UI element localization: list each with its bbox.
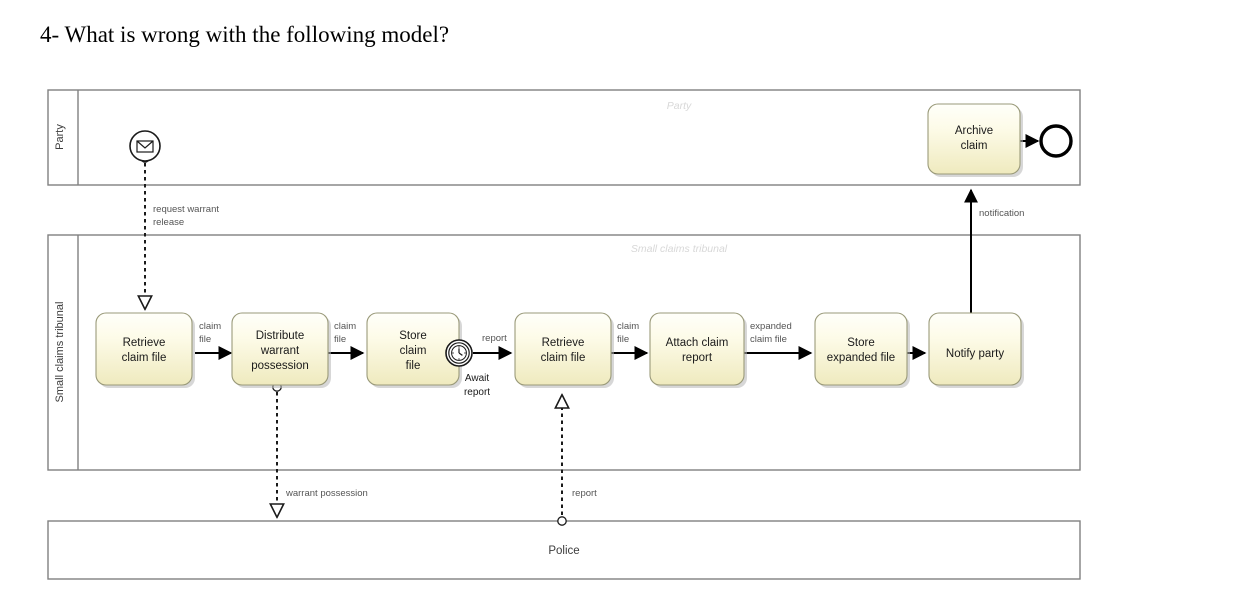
flow-label-line: claim xyxy=(199,321,221,332)
msgflow-label-line: release xyxy=(153,217,184,228)
flow-label-line: file xyxy=(334,334,346,345)
task-notify-party[interactable]: Notify party xyxy=(928,312,1024,388)
flow-label-line: claim file xyxy=(750,334,787,345)
task-archive-claim-box xyxy=(927,103,1021,175)
pool-police-name: Police xyxy=(548,545,579,557)
task-label-line: Attach claim xyxy=(666,337,729,349)
sequence-flows xyxy=(195,134,1040,360)
event-await-report-label-line: report xyxy=(464,387,490,398)
msgflow-label-line: request warrant xyxy=(153,204,219,215)
event-message-start[interactable] xyxy=(129,130,161,162)
task-label-line: Archive xyxy=(955,125,993,137)
task-label-line: Distribute xyxy=(256,330,305,342)
task-retrieve-claim-file-2-box xyxy=(514,312,612,386)
msgflow-label-report: report xyxy=(572,488,597,499)
task-retrieve-claim-file-1-box xyxy=(95,312,193,386)
pool-party-watermark: Party xyxy=(667,100,692,112)
pool-party-name: Party xyxy=(54,124,66,150)
flow-label-line: claim xyxy=(617,321,639,332)
flow-labels: claim file claim file report claim file … xyxy=(153,204,1024,499)
task-label-line: claim file xyxy=(541,352,586,364)
msgflow-source-endpoint-police xyxy=(557,516,567,526)
pool-party-border xyxy=(47,89,1081,186)
task-retrieve-claim-file-2[interactable]: Retrieve claim file xyxy=(514,312,614,388)
event-await-report-label-line: Await xyxy=(465,373,489,384)
flow-label-line: expanded xyxy=(750,321,792,332)
event-end[interactable] xyxy=(1039,124,1073,158)
task-attach-claim-report-box xyxy=(649,312,745,386)
msgflow-label-warrant-possession: warrant possession xyxy=(285,488,368,499)
task-label-line: Retrieve xyxy=(542,337,585,349)
pool-tribunal-watermark: Small claims tribunal xyxy=(631,243,728,255)
task-label-line: possession xyxy=(251,360,309,372)
task-retrieve-claim-file-1[interactable]: Retrieve claim file xyxy=(95,312,195,388)
task-label-line: claim xyxy=(961,140,988,152)
task-store-expanded-file-box xyxy=(814,312,908,386)
event-await-report-inner-ring xyxy=(448,342,470,364)
flow-label-line: file xyxy=(617,334,629,345)
page-title: 4- What is wrong with the following mode… xyxy=(40,22,450,47)
task-attach-claim-report[interactable]: Attach claim report xyxy=(649,312,747,388)
pool-police[interactable]: Police xyxy=(47,520,1081,580)
task-label-line: Store xyxy=(399,330,427,342)
task-label-line: Notify party xyxy=(946,348,1004,360)
envelope-icon xyxy=(136,140,154,153)
task-archive-claim[interactable]: Archive claim xyxy=(927,103,1023,177)
task-label-line: file xyxy=(406,360,421,372)
flow-label-line: claim xyxy=(334,321,356,332)
task-label-line: Store xyxy=(847,337,875,349)
flow-label-line: report xyxy=(482,333,507,344)
task-label-line: claim file xyxy=(122,352,167,364)
task-label-line: warrant xyxy=(260,345,300,357)
pool-police-border xyxy=(47,520,1081,580)
task-label-line: Retrieve xyxy=(123,337,166,349)
flow-label-notification: notification xyxy=(979,208,1024,219)
task-label-line: report xyxy=(682,352,713,364)
event-await-report[interactable]: Await report xyxy=(445,339,490,398)
event-end-ring xyxy=(1039,124,1073,158)
task-distribute-warrant-possession[interactable]: Distribute warrant possession xyxy=(231,312,331,388)
task-distribute-warrant-possession-box xyxy=(231,312,329,386)
task-label-line: expanded file xyxy=(827,352,895,364)
task-store-expanded-file[interactable]: Store expanded file xyxy=(814,312,910,388)
task-notify-party-box xyxy=(928,312,1022,386)
task-label-line: claim xyxy=(400,345,427,357)
clock-icon xyxy=(451,345,467,361)
pool-party[interactable]: Party Party xyxy=(47,89,1081,186)
flow-label-line: file xyxy=(199,334,211,345)
task-store-claim-file[interactable]: Store claim file xyxy=(366,312,462,388)
pool-tribunal-name: Small claims tribunal xyxy=(54,302,66,403)
